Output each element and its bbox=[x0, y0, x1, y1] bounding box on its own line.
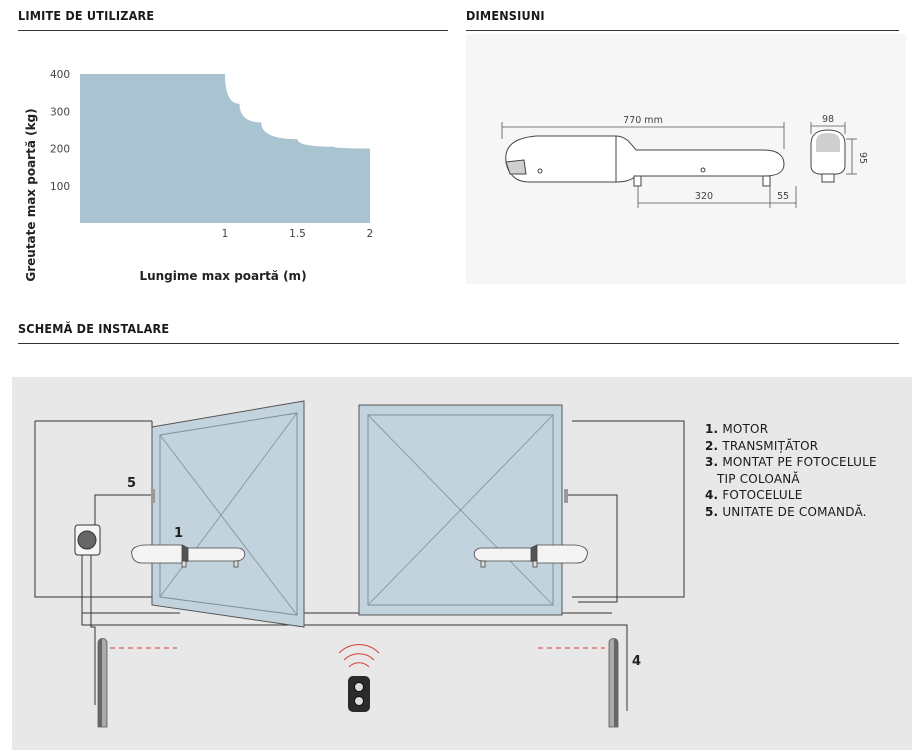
usage-limits-chart: 100 200 300 400 1 1.5 2 Greutate max poartă (… bbox=[24, 69, 374, 283]
wall-photocell-right bbox=[564, 489, 568, 503]
max-weight-area bbox=[80, 74, 370, 223]
column-photocell-left bbox=[97, 638, 108, 728]
motor-side-view bbox=[505, 135, 785, 187]
legend-item-column-photocell: 3. MONTAT PE FOTOCELULE bbox=[705, 454, 877, 471]
installation-rule bbox=[18, 343, 899, 344]
legend-num: 1. bbox=[705, 422, 719, 436]
y-tick-label: 100 bbox=[50, 181, 70, 193]
dimensions-title: DIMENSIUNI bbox=[466, 8, 545, 23]
installation-diagram: 1 5 4 bbox=[12, 377, 912, 750]
motor-end-view bbox=[810, 129, 846, 183]
legend-item-control-unit: 5. UNITATE DE COMANDĂ. bbox=[705, 504, 877, 521]
control-unit bbox=[74, 524, 101, 556]
legend-item-motor: 1. MOTOR bbox=[705, 421, 877, 438]
callout-4: 5 bbox=[127, 476, 136, 491]
installation-legend: 1. MOTOR 2. TRANSMIȚĂTOR 3. MONTAT PE FO… bbox=[705, 421, 877, 520]
legend-text: MOTOR bbox=[722, 422, 769, 436]
x-tick-label: 2 bbox=[367, 228, 374, 240]
installation-title: SCHEMĂ DE INSTALARE bbox=[18, 321, 170, 336]
dim-height: 95 bbox=[857, 152, 868, 164]
column-photocell-right bbox=[608, 638, 619, 728]
dim-width: 98 bbox=[822, 114, 834, 125]
y-axis-label: Greutate max poartă (kg) bbox=[24, 108, 38, 281]
x-tick-label: 1.5 bbox=[289, 228, 306, 240]
legend-text: MONTAT PE FOTOCELULE bbox=[722, 455, 877, 469]
motor-right bbox=[473, 544, 588, 568]
legend-text: FOTOCELULE bbox=[722, 488, 803, 502]
legend-num: 2. bbox=[705, 438, 719, 453]
legend-item-column-photocell-cont: TIP COLOANĂ bbox=[717, 471, 800, 486]
y-tick-label: 400 bbox=[50, 69, 70, 81]
legend-num: 3. bbox=[705, 455, 719, 469]
y-tick-label: 300 bbox=[50, 106, 70, 118]
wall-photocell-left bbox=[151, 489, 155, 503]
usage-limits-title: LIMITE DE UTILIZARE bbox=[18, 8, 155, 23]
x-axis-label: Lungime max poartă (m) bbox=[139, 269, 306, 283]
y-tick-label: 200 bbox=[50, 144, 70, 156]
dim-length-a: 320 bbox=[695, 191, 713, 202]
motor-left bbox=[131, 544, 246, 568]
dim-length-b: 55 bbox=[777, 191, 789, 202]
dimensions-rule bbox=[466, 30, 899, 31]
legend-num: 4. bbox=[705, 488, 719, 502]
usage-limits-rule bbox=[18, 30, 448, 31]
legend-item-transmitter: 2. TRANSMIȚĂTOR bbox=[705, 438, 877, 455]
legend-text: TRANSMIȚĂTOR bbox=[722, 438, 819, 453]
callout-3: 4 bbox=[632, 654, 641, 669]
callout-1: 1 bbox=[174, 526, 183, 541]
legend-text: UNITATE DE COMANDĂ. bbox=[722, 504, 867, 519]
dimensions-drawing: 770 mm 320 55 98 95 bbox=[466, 34, 906, 284]
x-tick-label: 1 bbox=[222, 228, 229, 240]
left-gate bbox=[151, 400, 305, 628]
legend-num: 5. bbox=[705, 504, 719, 519]
dim-total-length: 770 mm bbox=[623, 115, 663, 126]
right-gate bbox=[358, 404, 563, 616]
legend-item-photocells: 4. FOTOCELULE bbox=[705, 487, 877, 504]
remote-transmitter bbox=[338, 644, 380, 712]
